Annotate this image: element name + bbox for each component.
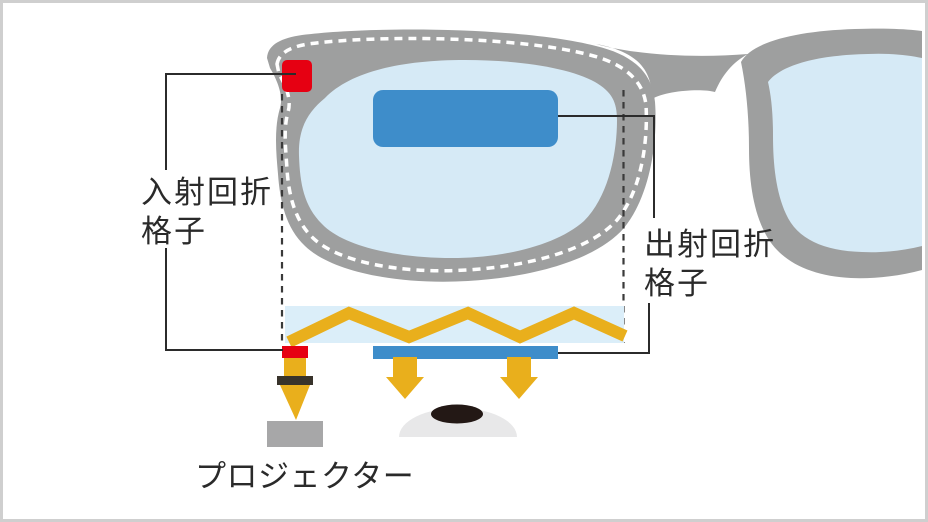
exit-light-arrow-right [500,357,538,399]
collimator-lens-bar [277,376,313,385]
leader-incident-top [165,73,296,170]
bridge [596,44,748,99]
input-beam [284,356,306,377]
label-incident-grating-line1: 入射回折 [141,175,273,210]
exit-light-arrow-left [386,357,424,399]
incident-grating-marker [282,60,312,92]
eye-iris [431,404,483,424]
incident-grating-cross-section [282,346,308,358]
waveguide-outline-dashed [275,36,649,273]
leader-exit-bottom [558,303,650,354]
display-area-marker [373,90,558,147]
label-incident-grating-line2: 格子 [141,214,207,249]
label-exit-grating-line1: 出射回折 [644,227,776,262]
projector-light-cone [280,385,310,420]
glasses-frame [267,28,922,282]
light-zigzag [286,306,628,348]
leader-incident-bottom [165,248,283,351]
projector-box [267,421,323,447]
right-lens-glass [768,53,922,253]
leader-exit-top [558,115,655,218]
exit-grating-bar [373,346,558,359]
left-lens-glass [298,60,617,258]
label-projector: プロジェクター [195,459,414,494]
label-exit-grating-line2: 格子 [644,266,710,301]
